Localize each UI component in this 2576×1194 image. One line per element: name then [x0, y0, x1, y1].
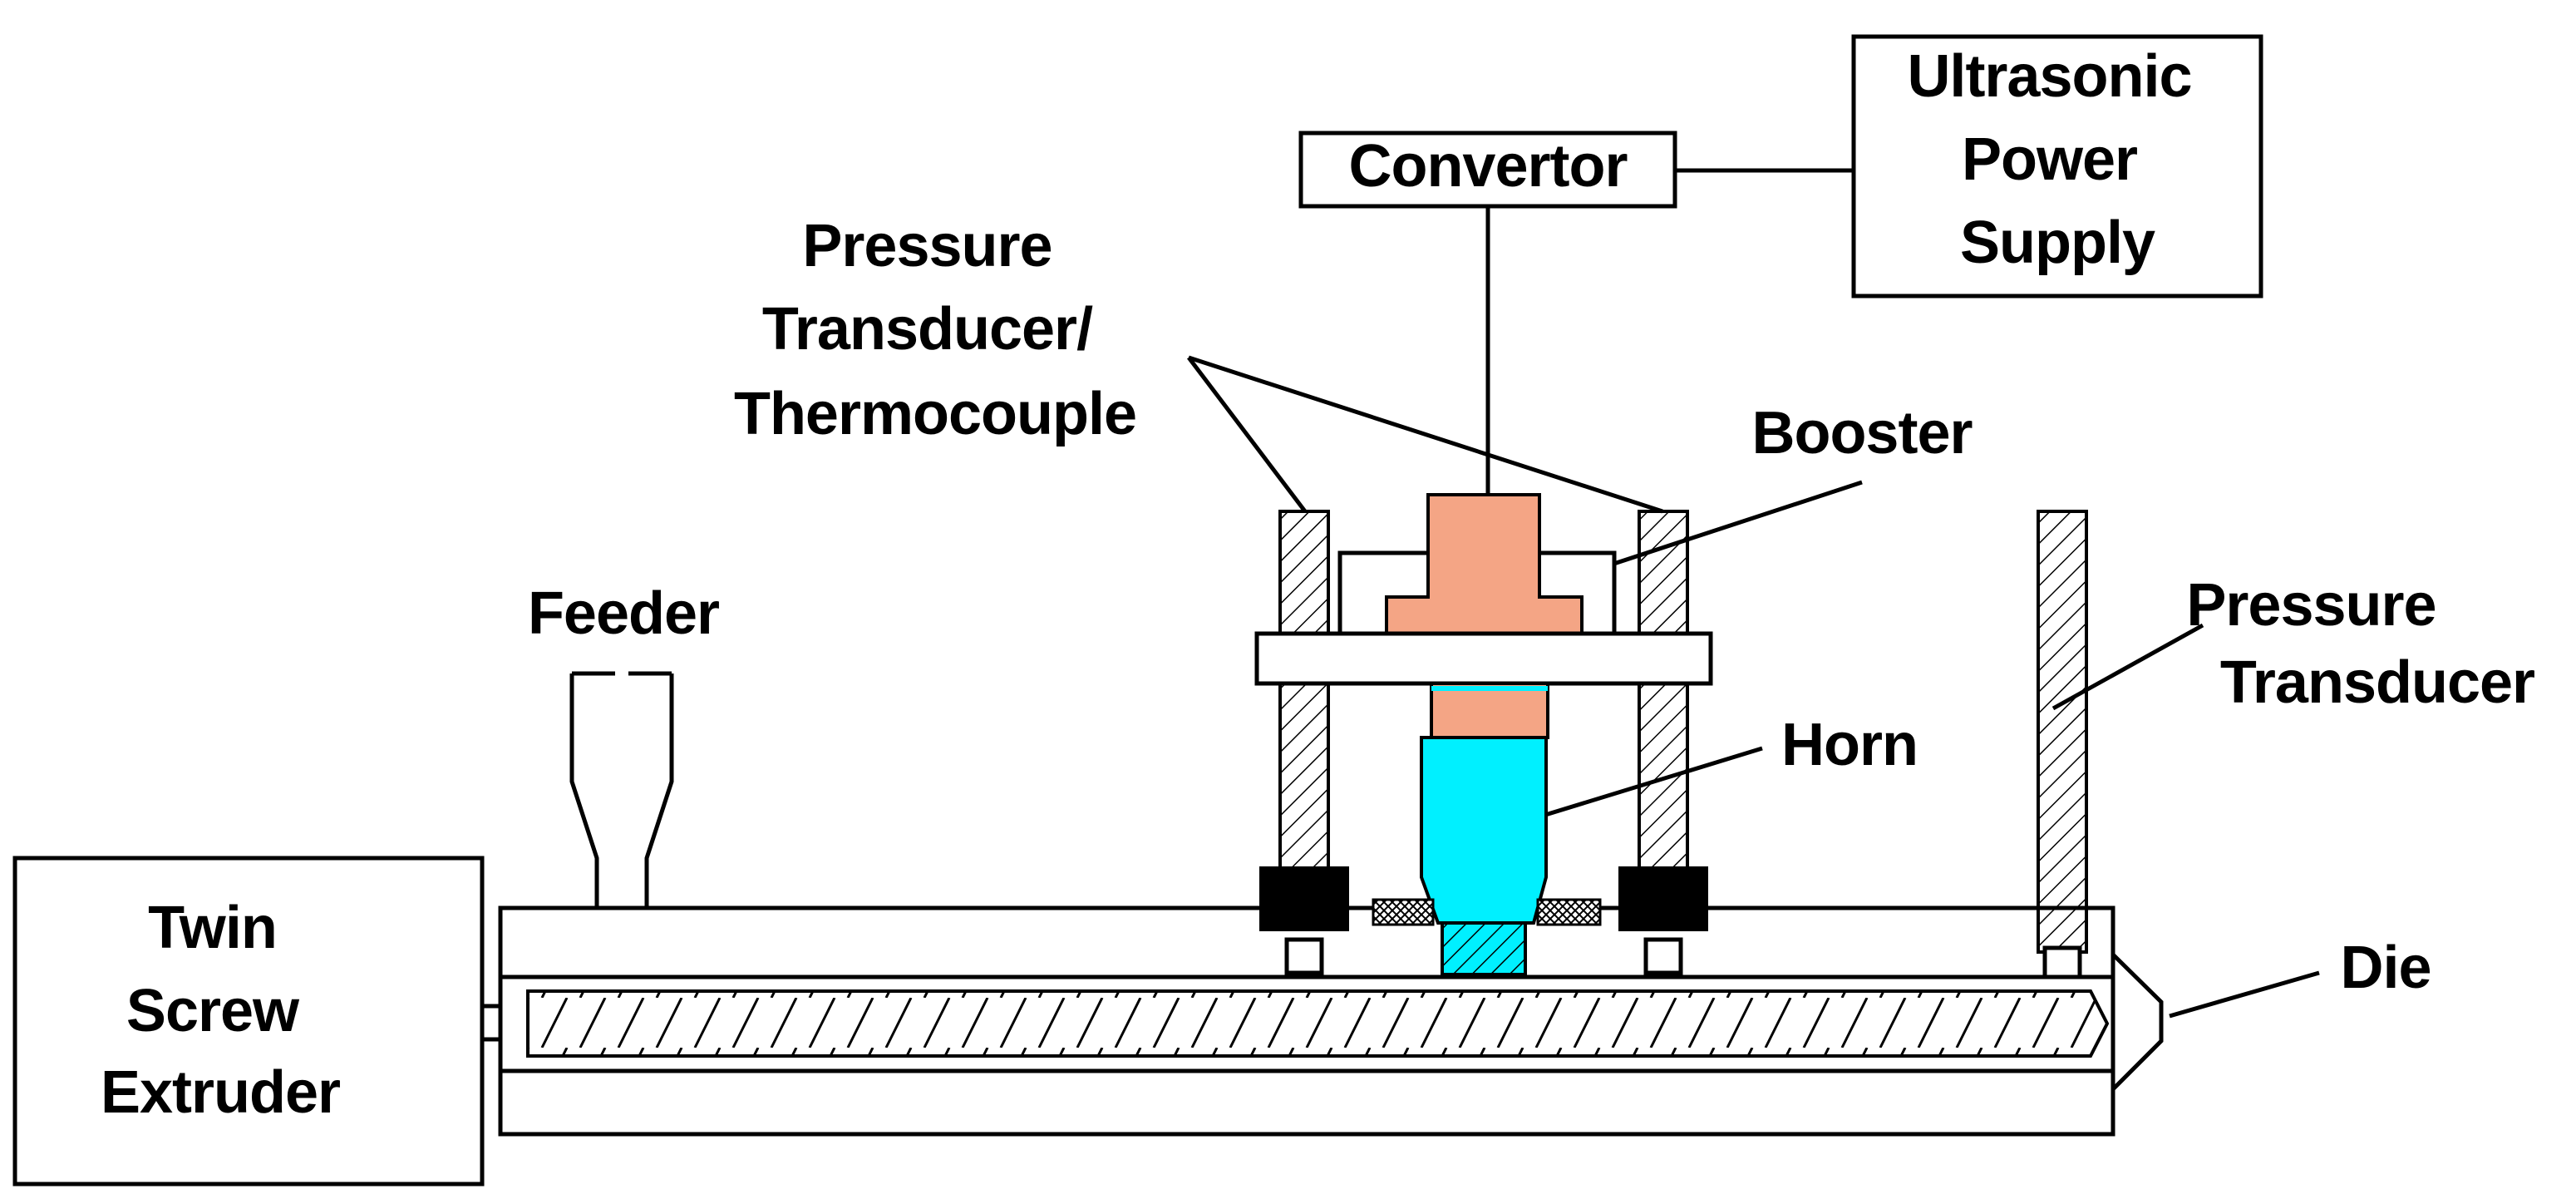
- booster-lower: [1430, 682, 1549, 739]
- ultrasonic-power-supply-label-line1: Ultrasonic: [1907, 43, 2191, 110]
- die: [2111, 953, 2164, 1091]
- ultrasonic-power-supply-label-line3: Supply: [1960, 210, 2155, 276]
- extruder-screw: [526, 989, 2110, 1058]
- left-clamp-center: [1286, 874, 1322, 924]
- right-clamp-center: [1645, 874, 1682, 924]
- pressure-thermocouple-label-line1: Pressure: [802, 213, 1052, 279]
- horn: [1420, 736, 1548, 925]
- left-probe-tip: [1284, 937, 1324, 975]
- twin-screw-extruder-box: [12, 856, 485, 1187]
- twin-screw-extruder-label-line2: Screw: [126, 978, 300, 1044]
- pressure-transducer-label-line1: Pressure: [2186, 572, 2436, 639]
- booster-label: Booster: [1751, 400, 1972, 466]
- horn-tip: [1441, 921, 1527, 976]
- twin-screw-extruder-label-line3: Extruder: [101, 1059, 340, 1126]
- seal-ring-left: [1372, 898, 1435, 926]
- ultrasonic-power-supply-label-line2: Power: [1962, 126, 2137, 193]
- support-plate: [1254, 631, 1713, 686]
- twin-screw-extruder-label: Twin Screw Extruder: [101, 895, 340, 1126]
- right-probe-tip: [1643, 937, 1683, 975]
- pressure-transducer-probe: [2037, 510, 2088, 954]
- convertor-label: Convertor: [1348, 133, 1627, 200]
- pressure-probe-tip: [2042, 945, 2082, 979]
- ultrasonic-power-supply-label: Ultrasonic Power Supply: [1907, 43, 2207, 276]
- left-post-probe: [1278, 510, 1330, 912]
- pressure-thermocouple-label-line2: Transducer/: [762, 296, 1093, 363]
- seal-ring-right: [1536, 898, 1602, 926]
- ultrasonic-power-supply: Ultrasonic Power Supply: [1851, 34, 2263, 298]
- leader-line-left-probe: [1187, 356, 1307, 513]
- horn-label: Horn: [1781, 712, 1918, 778]
- pressure-thermocouple-label: Pressure Transducer/ Thermocouple: [734, 213, 1136, 447]
- convertor: Convertor: [1298, 131, 1677, 209]
- pressure-transducer-label-line2: Transducer: [2220, 649, 2534, 716]
- leader-line-right-probe: [1188, 355, 1663, 514]
- twin-screw-extruder-label-line1: Twin: [148, 895, 277, 961]
- pressure-thermocouple-label-line3: Thermocouple: [734, 381, 1136, 447]
- ultrasonic-power-supply-box: [1851, 34, 2263, 298]
- twin-screw-extruder: Twin Screw Extruder: [12, 856, 485, 1187]
- die-leader-line: [2169, 970, 2320, 1019]
- die-label: Die: [2340, 935, 2431, 1001]
- right-post-probe: [1638, 510, 1689, 912]
- feeder-hopper: [569, 671, 674, 908]
- pressure-transducer-label: Pressure Transducer: [2186, 572, 2534, 716]
- feeder-label: Feeder: [528, 580, 719, 647]
